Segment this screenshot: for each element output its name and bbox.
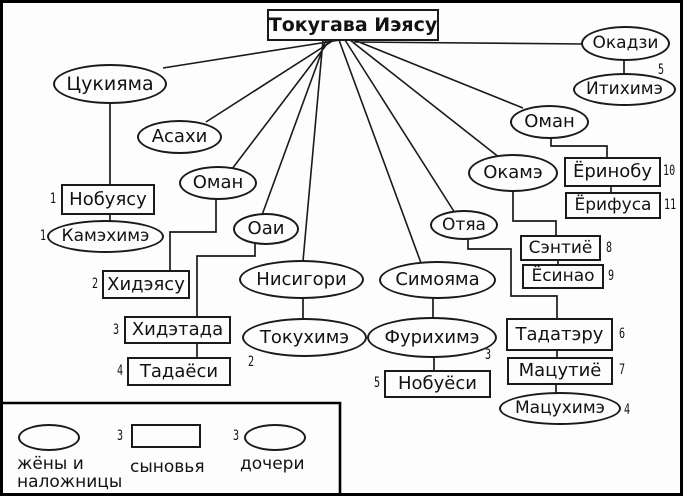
son-rect-hidetada: Хидэтада	[124, 316, 231, 344]
son-rect-sentiyo: Сэнтиё	[520, 235, 601, 261]
wife-ellipse-okame: Окамэ	[468, 154, 558, 192]
son-number-yosinao: 9	[608, 268, 615, 284]
son-rect-tadayosi: Тадаёси	[127, 357, 231, 386]
daughter-number-itihime: 5	[658, 62, 665, 78]
son-rect-yorifusa: Ёрифуса	[565, 192, 661, 219]
family-connectors	[109, 59, 625, 393]
legend-daughters-number: 3	[233, 428, 240, 444]
son-number-hideyasu: 2	[92, 276, 99, 292]
wife-ellipse-otyaa: Отяа	[430, 210, 498, 240]
son-number-sentiyo: 8	[606, 240, 613, 256]
son-rect-yosinao: Ёсинао	[522, 264, 604, 289]
daughter-ellipse-tokuhime: Токухимэ	[242, 318, 367, 357]
son-number-yorinobu: 10	[663, 163, 676, 179]
root-node-tokugawa-ieyasu: Токугава Иэясу	[267, 9, 439, 41]
fan-lines	[162, 39, 586, 264]
wife-ellipse-asahi: Асахи	[137, 120, 222, 154]
son-number-tadateru: 6	[619, 326, 626, 342]
legend-sons-label: сыновья	[130, 457, 205, 477]
son-number-macutiyo: 7	[619, 362, 626, 378]
connector-lines	[3, 39, 625, 493]
son-rect-tadateru: Тадатэру	[506, 318, 613, 351]
daughter-number-macuhime: 4	[624, 402, 631, 418]
son-rect-yorinobu: Ёринобу	[564, 157, 661, 187]
wife-ellipse-okadzi: Окадзи	[581, 26, 670, 61]
daughter-number-furihime: 3	[485, 347, 492, 363]
daughter-number-kamehime: 1	[40, 228, 47, 244]
legend-sons-rect	[131, 424, 201, 448]
wife-ellipse-oai: Оаи	[233, 213, 299, 245]
son-rect-macutiyo: Мацутиё	[507, 357, 613, 385]
daughter-ellipse-furihime: Фурихимэ	[367, 317, 497, 358]
son-rect-nobuyasu: Нобуясу	[61, 184, 155, 215]
daughter-ellipse-macuhime: Мацухимэ	[499, 392, 621, 425]
wife-ellipse-nisigori: Нисигори	[239, 260, 364, 299]
daughter-number-tokuhime: 2	[248, 354, 255, 370]
son-number-nobuyasu: 1	[50, 191, 57, 207]
wife-ellipse-tsukiyama: Цукияма	[53, 64, 167, 104]
wife-ellipse-simoyama: Симояма	[379, 261, 496, 299]
legend-daughters-ellipse	[244, 424, 306, 451]
daughter-ellipse-itihime: Итихимэ	[573, 73, 676, 106]
son-number-hidetada: 3	[113, 322, 120, 338]
wife-ellipse-oman-2: Оман	[510, 105, 589, 139]
wife-ellipse-oman-1: Оман	[179, 166, 257, 200]
legend-wives-ellipse	[18, 424, 80, 451]
son-number-tadayosi: 4	[117, 363, 124, 379]
legend-sons-number: 3	[117, 428, 124, 444]
son-number-nobuyosi: 5	[374, 375, 381, 391]
legend-frame	[3, 401, 342, 493]
daughter-ellipse-kamehime: Камэхимэ	[47, 220, 164, 253]
legend-daughters-label: дочери	[240, 454, 305, 474]
legend-wives-label: жёны и наложницы	[17, 454, 123, 492]
son-number-yorifusa: 11	[664, 197, 677, 213]
son-rect-hideyasu: Хидэясу	[102, 270, 190, 299]
son-rect-nobuyosi: Нобуёси	[384, 370, 491, 398]
